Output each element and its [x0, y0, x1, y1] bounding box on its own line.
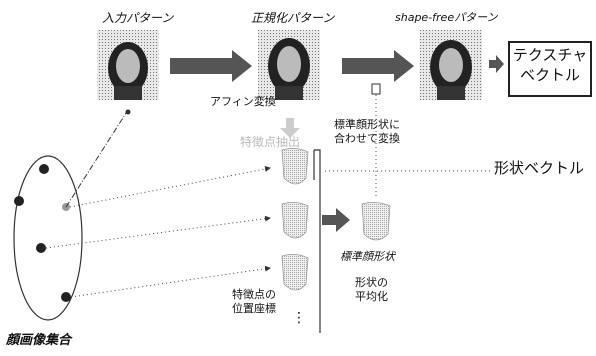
face-dot — [39, 164, 49, 174]
input-face-image — [97, 30, 159, 100]
normalized-face-image — [258, 30, 320, 100]
feature-extraction-label: 特徴点抽出 — [240, 135, 301, 149]
standard-face-shape-label: 標準顔形状 — [340, 250, 395, 263]
to-texture-arrow — [489, 55, 504, 73]
shape-free-face-image — [420, 30, 482, 100]
shape-average-line1: 形状の — [355, 276, 388, 289]
dotted-arrow — [70, 265, 271, 298]
feature-coords-line2: 位置座標 — [232, 302, 276, 316]
input-pattern-label: 入力パターン — [102, 11, 174, 25]
link-to-input-line — [65, 109, 129, 208]
shape-average-label: 形状の 平均化 — [355, 276, 388, 305]
transform-standard-label: 標準顔形状に 合わせて変換 — [334, 118, 400, 147]
feature-coords-label: 特徴点の 位置座標 — [232, 288, 276, 317]
face-dot — [61, 292, 71, 302]
feature-bracket — [314, 149, 321, 333]
dotted-arrow — [69, 166, 271, 208]
dotted-arrow — [45, 215, 271, 249]
feature-shape-icon — [281, 202, 309, 239]
affine-arrow — [170, 50, 252, 82]
normalized-pattern-label: 正規化パターン — [251, 11, 335, 25]
face-dot — [36, 243, 46, 253]
averaging-arrow — [322, 208, 350, 232]
affine-transform-label: アフィン変換 — [210, 95, 276, 108]
face-dot — [14, 196, 24, 206]
face-image-set-label: 顔画像集合 — [6, 333, 72, 348]
texture-vector-line2: ベクトル — [519, 66, 580, 84]
standard-shape-icon — [361, 202, 391, 241]
feature-shape-icon — [281, 254, 309, 291]
face-set-ellipse — [13, 155, 83, 321]
transform-standard-line1: 標準顔形状に — [334, 118, 400, 131]
shape-free-pattern-label: shape-freeパターン — [395, 11, 498, 24]
transform-arrow — [342, 50, 414, 82]
vertical-ellipsis: ⋮ — [292, 310, 306, 326]
transform-standard-line2: 合わせて変換 — [334, 132, 400, 146]
texture-vector-box: テクスチャ ベクトル — [508, 41, 592, 97]
feature-shape-icon — [281, 148, 309, 185]
shape-vector-label: 形状ベクトル — [494, 159, 585, 178]
shape-average-line2: 平均化 — [355, 290, 388, 304]
feature-extraction-arrow — [280, 118, 300, 138]
feature-coords-line1: 特徴点の — [232, 288, 276, 301]
texture-vector-line1: テクスチャ — [512, 46, 588, 64]
